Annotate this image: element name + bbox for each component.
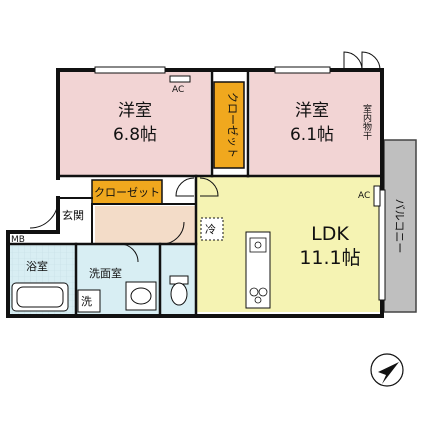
wash-basin [125,281,157,311]
windows [94,66,386,301]
bathtub [11,282,69,312]
ac-label-1: AC [172,85,184,95]
western-room-1 [60,72,210,176]
mb-label: MB [11,235,25,245]
washer-space [77,289,101,313]
entrance [60,200,90,245]
ac-label-2: AC [358,191,370,201]
room2-size: 6.1帖 [290,125,334,145]
doors [29,51,381,263]
closet-vertical [213,81,245,169]
fridge-space [200,217,224,241]
ac-unit-1 [169,75,191,83]
western-room-2 [250,72,380,176]
ldk-size: 11.1帖 [299,247,360,269]
indoor-dryer-label: 室内物干 [361,103,372,141]
north-arrow-icon [370,353,404,387]
ldk-room [196,176,380,312]
ldk-name: LDK [311,223,349,245]
room1-name: 洋室 [118,101,152,121]
washer-label: 洗 [81,295,92,308]
bathroom-label: 浴室 [26,259,48,273]
closet-vertical-label: クローゼット [226,92,239,158]
kitchen-counter [245,231,271,309]
room2-name: 洋室 [295,101,329,121]
closet-horizontal-label: クローゼット [94,186,160,199]
entry-hall [95,206,196,244]
entrance-label: 玄関 [62,208,84,222]
balcony: バルコニー [383,139,417,313]
fridge-label: 冷 [205,223,216,236]
washroom-label: 洗面室 [89,266,122,280]
room1-size: 6.8帖 [113,125,157,145]
toilet-fixture [169,275,189,306]
balcony-label: バルコニー [393,199,406,254]
ac-unit-2 [373,185,381,207]
